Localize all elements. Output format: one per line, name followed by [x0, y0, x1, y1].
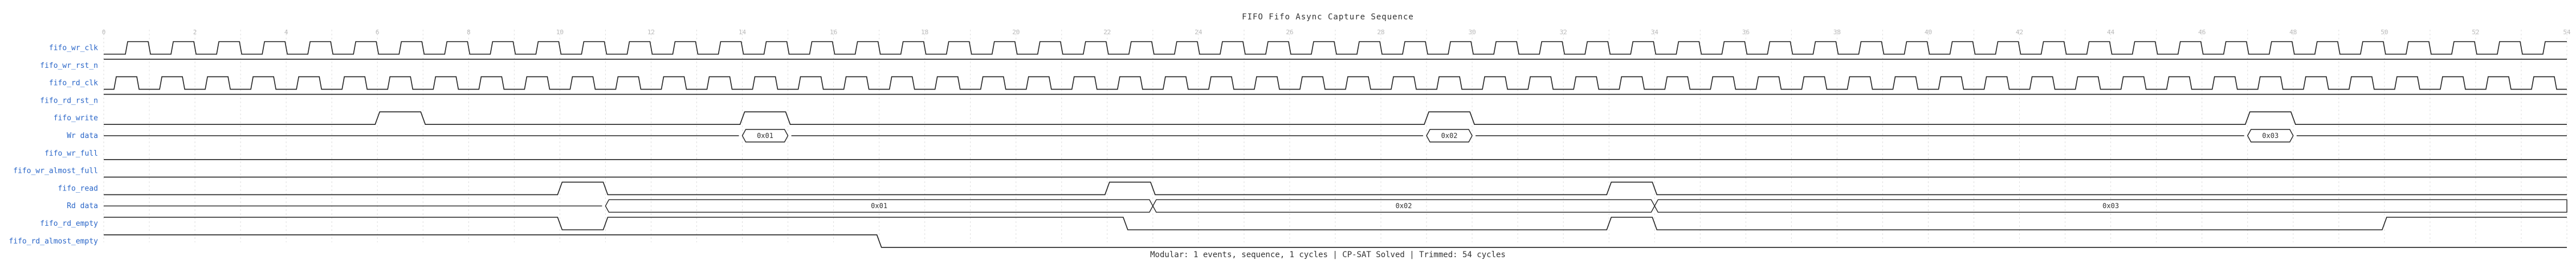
signal-label: fifo_wr_clk [49, 44, 98, 52]
signal-row: 0x01 0x02 0x03 [104, 199, 2567, 213]
time-tick-label: 48 [2289, 29, 2297, 36]
signal-label: fifo_wr_almost_full [13, 167, 98, 176]
diagram-footer: Modular: 1 events, sequence, 1 cycles | … [1150, 250, 1506, 259]
bus-value: 0x01 [871, 202, 887, 210]
bus-segment [1654, 199, 2567, 213]
time-grid [103, 30, 2567, 242]
signal-label: fifo_wr_full [44, 149, 98, 158]
time-tick-label: 20 [1012, 29, 1020, 36]
bus-value: 0x02 [1441, 132, 1458, 140]
signal-label: fifo_wr_rst_n [40, 62, 98, 70]
time-tick-label: 46 [2198, 29, 2206, 36]
time-tick-label: 6 [376, 29, 380, 36]
time-tick-label: 10 [556, 29, 564, 36]
bus-segment [741, 129, 789, 143]
time-tick-label: 44 [2107, 29, 2115, 36]
bit-wave [104, 181, 2567, 196]
waveforms: 0x01 0x02 0x03 0x01 0x02 0x03 [104, 41, 2567, 248]
signal-label: Rd data [67, 202, 98, 210]
time-tick-label: 28 [1377, 29, 1384, 36]
time-tick-label: 22 [1103, 29, 1111, 36]
signal-row [104, 181, 2567, 196]
signal-label: fifo_rd_empty [40, 220, 98, 228]
time-tick-label: 36 [1742, 29, 1750, 36]
bus-value: 0x03 [2262, 132, 2279, 140]
time-tick-label: 38 [1833, 29, 1841, 36]
bus-value: 0x03 [2102, 202, 2119, 210]
bit-wave [104, 217, 2567, 230]
signal-label: Wr data [67, 132, 98, 140]
clock-wave [104, 76, 2567, 90]
time-tick-label: 54 [2563, 29, 2571, 36]
signal-label: fifo_write [54, 114, 98, 123]
bus-value: 0x01 [757, 132, 773, 140]
signal-label: fifo_rd_almost_empty [9, 237, 98, 246]
signal-row [104, 111, 2567, 125]
time-tick-label: 50 [2381, 29, 2388, 36]
time-tick-label: 18 [921, 29, 928, 36]
signal-row [104, 234, 2567, 248]
bus-segment [2247, 129, 2294, 143]
time-tick-label: 14 [739, 29, 747, 36]
bus-value: 0x02 [1396, 202, 1412, 210]
time-tick-label: 52 [2472, 29, 2479, 36]
time-tick-label: 0 [102, 29, 106, 36]
clock-wave [104, 41, 2567, 55]
signal-row [104, 76, 2567, 90]
signal-label: fifo_rd_clk [49, 79, 98, 88]
time-tick-label: 12 [647, 29, 655, 36]
bit-wave [104, 111, 2567, 125]
time-tick-label: 40 [1925, 29, 1932, 36]
bit-wave [104, 234, 2567, 248]
time-tick-label: 8 [467, 29, 471, 36]
signal-row [104, 217, 2567, 230]
time-tick-label: 2 [193, 29, 197, 36]
signal-label: fifo_read [58, 184, 98, 193]
signal-label: fifo_rd_rst_n [40, 96, 98, 105]
signal-row: 0x01 0x02 0x03 [104, 129, 2567, 143]
time-tick-label: 30 [1468, 29, 1476, 36]
diagram-title: FIFO Fifo Async Capture Sequence [1242, 13, 1414, 22]
time-tick-label: 24 [1195, 29, 1203, 36]
time-tick-label: 34 [1651, 29, 1659, 36]
signal-row [104, 41, 2567, 55]
signal-labels: fifo_wr_clk fifo_wr_rst_n fifo_rd_clk fifo_… [9, 44, 98, 246]
time-tick-label: 42 [2016, 29, 2023, 36]
time-tick-label: 4 [284, 29, 288, 36]
time-tick-label: 16 [830, 29, 837, 36]
time-tick-label: 32 [1560, 29, 1567, 36]
time-tick-label: 26 [1286, 29, 1293, 36]
bus-segment [1426, 129, 1473, 143]
